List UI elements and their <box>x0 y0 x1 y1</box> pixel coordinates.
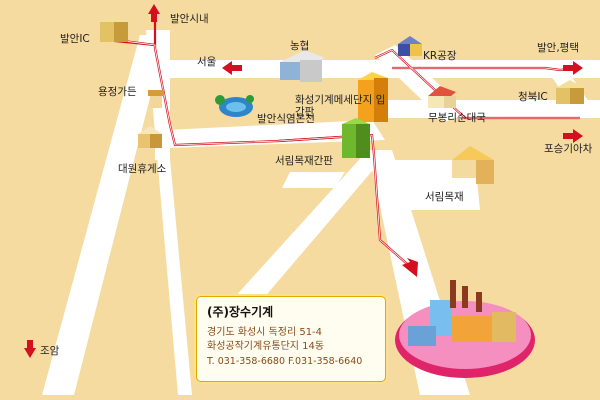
label-baran-hotspring: 발안식염온천 <box>257 113 315 125</box>
kr-factory-icon <box>398 36 422 56</box>
hotspring-lake-inner-icon <box>226 102 246 112</box>
yongjeong-garden-icon <box>148 90 164 108</box>
industrial-sign-icon <box>358 72 388 122</box>
arrow-south-joam-icon <box>24 340 36 358</box>
label-joam: 조암 <box>40 345 60 357</box>
road-east-west <box>170 60 600 78</box>
label-baran-city: 발안시내 <box>170 13 209 25</box>
company-phone: T. 031-358-6680 F.031-358-6640 <box>207 356 363 367</box>
company-address-line2: 화성공작기계유통단지 14동 <box>207 341 325 352</box>
label-seorimmokjae-sign: 서림목재간판 <box>275 155 333 167</box>
label-seoul: 서울 <box>197 56 217 68</box>
label-daewon-rest: 대원휴게소 <box>118 163 167 175</box>
label-yongjeong-garden: 용정가든 <box>98 86 137 98</box>
cheongbuk-ic-building-icon <box>556 80 584 104</box>
arrow-east-posung-icon <box>563 129 583 143</box>
road-center-link <box>165 120 385 148</box>
arrow-west-seoul-icon <box>222 61 242 75</box>
company-address-line1: 경기도 화성시 독정리 51-4 <box>207 327 323 338</box>
label-posung: 포승기아차 <box>544 143 593 155</box>
label-baran-ic: 발안IC <box>60 33 90 45</box>
seorimmokjae-building-icon <box>452 146 494 184</box>
label-seorimmokjae: 서림목재 <box>425 191 464 203</box>
tree-icon <box>246 95 254 103</box>
road-west-diagonal <box>42 35 166 395</box>
destination-factory-icon <box>395 280 535 378</box>
label-cheongbuk-ic: 청북IC <box>518 91 548 103</box>
label-kr-factory: KR공장 <box>423 50 457 62</box>
arrow-factory-icon <box>402 258 418 277</box>
nonghyup-building-icon <box>280 50 325 82</box>
seorimmokjae-sign-icon <box>342 118 370 158</box>
baran-ic-building-icon <box>100 14 128 42</box>
company-name: (주)장수기계 <box>207 305 274 319</box>
road-inner-left <box>282 172 345 188</box>
label-industrial-complex-entrance: 화성기계메세단지 입간판 <box>295 94 386 118</box>
label-baran-pyeongtaek: 발안,평택 <box>537 42 579 54</box>
arrow-north-icon <box>148 4 160 22</box>
direction-arrows <box>24 4 583 358</box>
tree-icon <box>215 95 225 105</box>
label-nonghyup: 농협 <box>290 40 310 52</box>
arrow-east-pyeongtaek-icon <box>563 61 583 75</box>
mubongri-restaurant-icon <box>428 86 456 108</box>
label-mubongri: 무봉리순대국 <box>428 112 486 124</box>
company-info-box: (주)장수기계 경기도 화성시 독정리 51-4 화성공작기계유통단지 14동 … <box>196 296 386 382</box>
road-southwest-center <box>232 150 390 300</box>
daewon-rest-area-icon <box>138 126 162 148</box>
